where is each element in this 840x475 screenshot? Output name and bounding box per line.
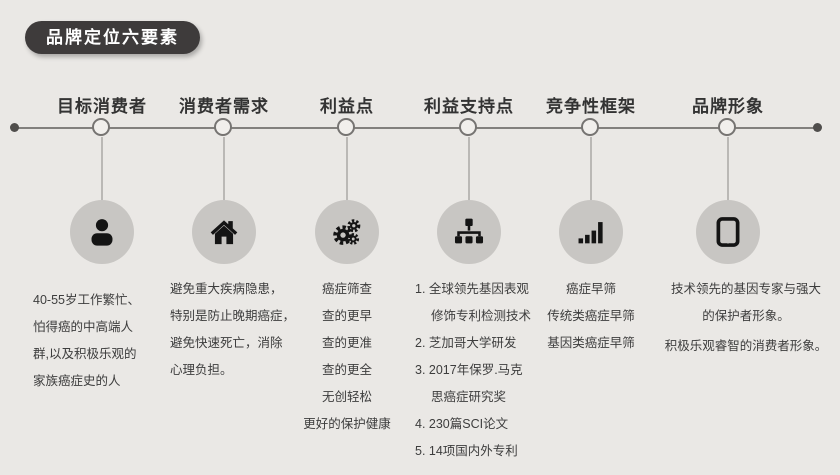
text-line: 避免重大疾病隐患， [170, 282, 283, 296]
icon-circle [192, 200, 256, 264]
connector-line [223, 137, 225, 200]
timeline-node [214, 118, 232, 136]
text-line: 思癌症研究奖 [431, 390, 507, 404]
text-line: 查的更全 [321, 363, 372, 377]
column-header: 利益点 [320, 97, 374, 116]
icon-circle [696, 200, 760, 264]
connector-line [727, 137, 729, 200]
text-line: 怕得癌的中高端人 [33, 320, 134, 334]
text-line: 癌症早筛 [565, 282, 616, 296]
icon-circle [437, 200, 501, 264]
icon-circle [559, 200, 623, 264]
column-text: 避免重大疾病隐患， 特别是防止晚期癌症， 避免快速死亡，消除心理负担。 [170, 276, 296, 384]
connector-line [101, 137, 103, 200]
text-line: 家族癌症史的人 [33, 374, 121, 388]
connector-line [468, 137, 470, 200]
text-line: 传统类癌症早筛 [547, 309, 635, 323]
icon-circle [70, 200, 134, 264]
text-line: 积极乐观睿智的消费者形象。 [664, 339, 828, 353]
tablet-icon [711, 215, 745, 249]
column-header: 品牌形象 [692, 97, 764, 116]
text-line: 群,以及积极乐观的 [33, 347, 137, 361]
column-text: 技术领先的基因专家与强大的保护者形象。积极乐观睿智的消费者形象。 [654, 276, 838, 360]
text-line: 的保护者形象。 [702, 309, 790, 323]
text-line: 特别是防止晚期癌症， [170, 309, 296, 323]
timeline-node [337, 118, 355, 136]
text-line: 查的更早 [321, 309, 372, 323]
text-line: 5. 14项国内外专利 [415, 444, 518, 458]
text-line: 癌症筛查 [321, 282, 372, 296]
title-badge: 品牌定位六要素 [25, 21, 200, 54]
user-icon [85, 215, 119, 249]
text-line: 修饰专利检测技术 [431, 309, 532, 323]
timeline-end-dot [813, 123, 822, 132]
column-header: 消费者需求 [179, 97, 269, 116]
sitemap-icon [452, 215, 486, 249]
text-line: 技术领先的基因专家与强大 [670, 282, 821, 296]
column-header: 竞争性框架 [546, 97, 636, 116]
text-line: 避免快速死亡，消除 [170, 336, 283, 350]
text-line: 2. 芝加哥大学研发 [415, 336, 517, 350]
text-line: 40-55岁工作繁忙、 [33, 293, 140, 307]
connector-line [346, 137, 348, 200]
text-line: 更好的保护健康 [303, 417, 391, 431]
text-line: 心理负担。 [170, 363, 233, 377]
bar-chart-icon [574, 215, 608, 249]
column-text: 40-55岁工作繁忙、怕得癌的中高端人群,以及积极乐观的家族癌症史的人 [33, 287, 169, 395]
icon-circle [315, 200, 379, 264]
text-line: 4. 230篇SCI论文 [415, 417, 509, 431]
column-header: 利益支持点 [424, 97, 514, 116]
home-icon [207, 215, 241, 249]
column-text: 癌症早筛传统类癌症早筛基因类癌症早筛 [531, 276, 651, 357]
timeline-node [459, 118, 477, 136]
text-line: 1. 全球领先基因表观 [415, 282, 529, 296]
text-line: 基因类癌症早筛 [547, 336, 635, 350]
column-text: 癌症筛查查的更早查的更准查的更全无创轻松更好的保护健康 [287, 276, 407, 438]
timeline-node [718, 118, 736, 136]
gears-icon [330, 215, 364, 249]
connector-line [590, 137, 592, 200]
timeline-line [14, 127, 817, 129]
text-line: 查的更准 [321, 336, 372, 350]
column-text: 1. 全球领先基因表观修饰专利检测技术 2. 芝加哥大学研发 3. 2017年保罗.… [415, 276, 557, 465]
timeline-start-dot [10, 123, 19, 132]
column-header: 目标消费者 [57, 97, 147, 116]
text-line: 3. 2017年保罗.马克 [415, 363, 523, 377]
text-line: 无创轻松 [321, 390, 372, 404]
timeline-node [581, 118, 599, 136]
timeline-node [92, 118, 110, 136]
